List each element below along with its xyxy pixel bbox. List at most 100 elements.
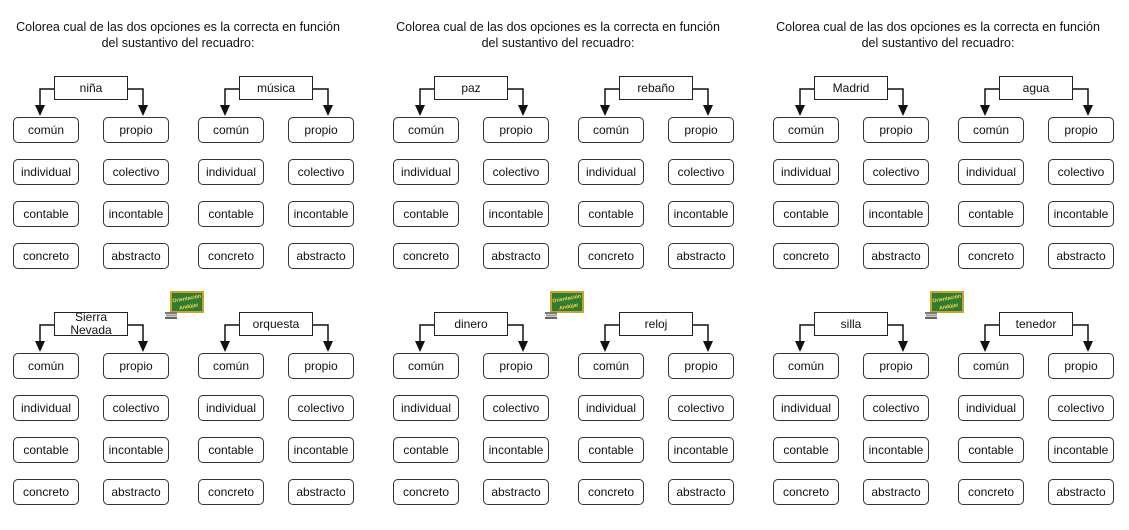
option-concreto[interactable]: concreto xyxy=(198,243,264,269)
option-concreto[interactable]: concreto xyxy=(958,479,1024,505)
option-individual[interactable]: individual xyxy=(13,395,79,421)
option-colectivo[interactable]: colectivo xyxy=(1048,159,1114,185)
option-propio[interactable]: propio xyxy=(483,117,549,143)
option-colectivo[interactable]: colectivo xyxy=(1048,395,1114,421)
option-común[interactable]: común xyxy=(958,353,1024,379)
option-común[interactable]: común xyxy=(13,117,79,143)
option-individual[interactable]: individual xyxy=(773,159,839,185)
option-abstracto[interactable]: abstracto xyxy=(288,243,354,269)
option-abstracto[interactable]: abstracto xyxy=(103,243,169,269)
option-abstracto[interactable]: abstracto xyxy=(483,243,549,269)
option-abstracto[interactable]: abstracto xyxy=(103,479,169,505)
option-colectivo[interactable]: colectivo xyxy=(863,159,929,185)
option-concreto[interactable]: concreto xyxy=(13,243,79,269)
option-incontable[interactable]: incontable xyxy=(863,201,929,227)
option-abstracto[interactable]: abstracto xyxy=(288,479,354,505)
option-colectivo[interactable]: colectivo xyxy=(288,395,354,421)
option-concreto[interactable]: concreto xyxy=(578,479,644,505)
option-propio[interactable]: propio xyxy=(863,117,929,143)
option-colectivo[interactable]: colectivo xyxy=(668,395,734,421)
option-común[interactable]: común xyxy=(13,353,79,379)
option-individual[interactable]: individual xyxy=(578,159,644,185)
option-común[interactable]: común xyxy=(578,353,644,379)
option-abstracto[interactable]: abstracto xyxy=(863,243,929,269)
option-concreto[interactable]: concreto xyxy=(393,479,459,505)
option-concreto[interactable]: concreto xyxy=(578,243,644,269)
left-arrowhead-icon xyxy=(35,341,45,352)
option-contable[interactable]: contable xyxy=(578,437,644,463)
option-abstracto[interactable]: abstracto xyxy=(483,479,549,505)
option-colectivo[interactable]: colectivo xyxy=(288,159,354,185)
option-individual[interactable]: individual xyxy=(578,395,644,421)
option-colectivo[interactable]: colectivo xyxy=(483,395,549,421)
option-colectivo[interactable]: colectivo xyxy=(103,395,169,421)
option-colectivo[interactable]: colectivo xyxy=(863,395,929,421)
option-concreto[interactable]: concreto xyxy=(198,479,264,505)
option-colectivo[interactable]: colectivo xyxy=(668,159,734,185)
option-común[interactable]: común xyxy=(773,117,839,143)
option-propio[interactable]: propio xyxy=(1048,117,1114,143)
option-abstracto[interactable]: abstracto xyxy=(668,479,734,505)
option-incontable[interactable]: incontable xyxy=(1048,437,1114,463)
option-incontable[interactable]: incontable xyxy=(668,201,734,227)
option-común[interactable]: común xyxy=(198,353,264,379)
option-individual[interactable]: individual xyxy=(198,159,264,185)
option-abstracto[interactable]: abstracto xyxy=(863,479,929,505)
option-incontable[interactable]: incontable xyxy=(103,201,169,227)
option-contable[interactable]: contable xyxy=(773,437,839,463)
option-individual[interactable]: individual xyxy=(393,159,459,185)
option-común[interactable]: común xyxy=(773,353,839,379)
option-abstracto[interactable]: abstracto xyxy=(1048,243,1114,269)
logo-text-line1: Orientación xyxy=(932,294,961,305)
option-incontable[interactable]: incontable xyxy=(483,437,549,463)
option-individual[interactable]: individual xyxy=(13,159,79,185)
option-propio[interactable]: propio xyxy=(483,353,549,379)
option-contable[interactable]: contable xyxy=(198,201,264,227)
option-contable[interactable]: contable xyxy=(198,437,264,463)
option-incontable[interactable]: incontable xyxy=(103,437,169,463)
option-incontable[interactable]: incontable xyxy=(863,437,929,463)
option-incontable[interactable]: incontable xyxy=(1048,201,1114,227)
option-contable[interactable]: contable xyxy=(958,437,1024,463)
option-abstracto[interactable]: abstracto xyxy=(668,243,734,269)
option-individual[interactable]: individual xyxy=(393,395,459,421)
option-propio[interactable]: propio xyxy=(668,353,734,379)
option-propio[interactable]: propio xyxy=(1048,353,1114,379)
option-contable[interactable]: contable xyxy=(13,437,79,463)
option-contable[interactable]: contable xyxy=(773,201,839,227)
option-propio[interactable]: propio xyxy=(288,353,354,379)
option-incontable[interactable]: incontable xyxy=(483,201,549,227)
option-individual[interactable]: individual xyxy=(958,159,1024,185)
option-concreto[interactable]: concreto xyxy=(773,479,839,505)
option-colectivo[interactable]: colectivo xyxy=(483,159,549,185)
option-incontable[interactable]: incontable xyxy=(288,201,354,227)
right-arrowhead-icon xyxy=(703,341,713,352)
option-contable[interactable]: contable xyxy=(393,201,459,227)
option-contable[interactable]: contable xyxy=(13,201,79,227)
option-propio[interactable]: propio xyxy=(668,117,734,143)
option-individual[interactable]: individual xyxy=(773,395,839,421)
option-individual[interactable]: individual xyxy=(198,395,264,421)
option-común[interactable]: común xyxy=(393,117,459,143)
option-abstracto[interactable]: abstracto xyxy=(1048,479,1114,505)
option-concreto[interactable]: concreto xyxy=(13,479,79,505)
option-incontable[interactable]: incontable xyxy=(288,437,354,463)
option-contable[interactable]: contable xyxy=(578,201,644,227)
option-propio[interactable]: propio xyxy=(103,117,169,143)
option-propio[interactable]: propio xyxy=(863,353,929,379)
option-contable[interactable]: contable xyxy=(393,437,459,463)
option-concreto[interactable]: concreto xyxy=(958,243,1024,269)
option-propio[interactable]: propio xyxy=(288,117,354,143)
option-concreto[interactable]: concreto xyxy=(393,243,459,269)
option-común[interactable]: común xyxy=(198,117,264,143)
option-contable[interactable]: contable xyxy=(958,201,1024,227)
option-incontable[interactable]: incontable xyxy=(668,437,734,463)
option-común[interactable]: común xyxy=(578,117,644,143)
option-común[interactable]: común xyxy=(958,117,1024,143)
option-individual[interactable]: individual xyxy=(958,395,1024,421)
option-propio[interactable]: propio xyxy=(103,353,169,379)
option-concreto[interactable]: concreto xyxy=(773,243,839,269)
option-colectivo[interactable]: colectivo xyxy=(103,159,169,185)
option-común[interactable]: común xyxy=(393,353,459,379)
